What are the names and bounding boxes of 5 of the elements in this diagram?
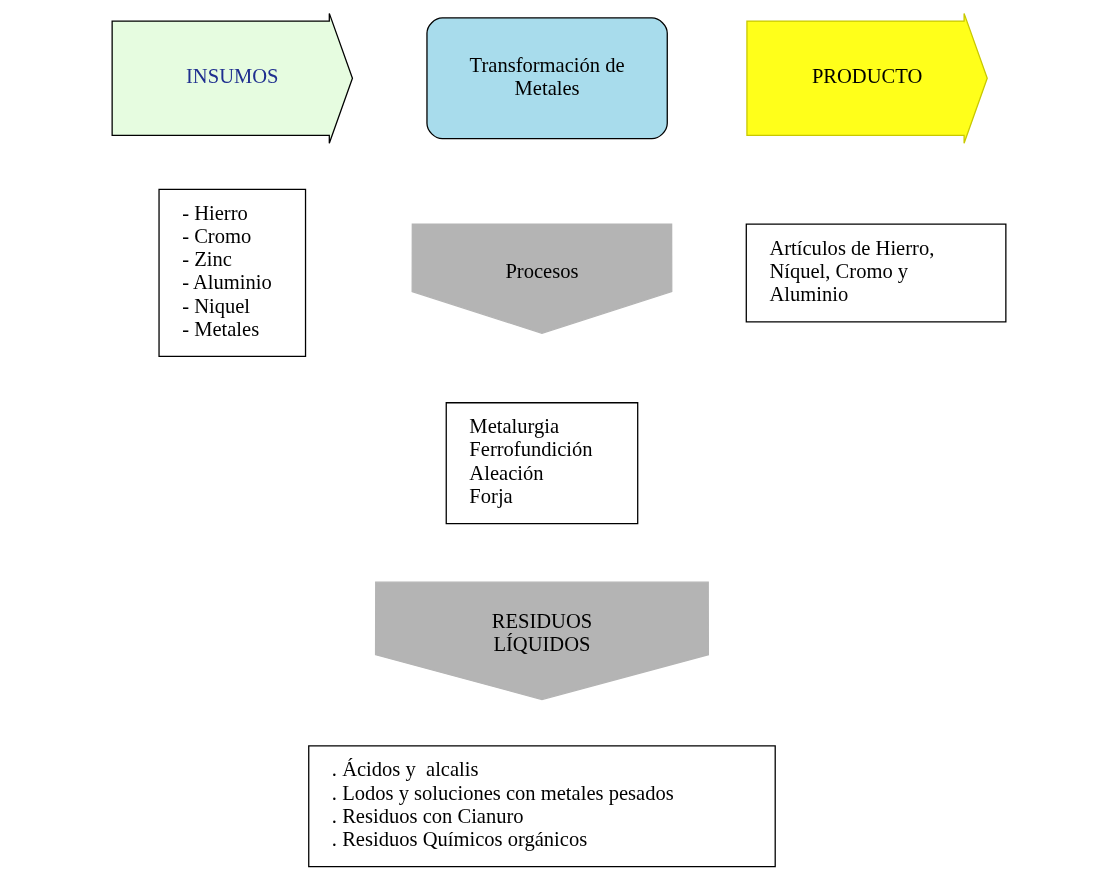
node-box: Transformación de Metales	[425, 17, 668, 140]
node-box: - Hierro - Cromo - Zinc - Aluminio - Niquel - Metales	[157, 188, 306, 358]
node-box: . Ácidos y alcalis . Lodos y soluciones con metales pesados . Residuos con Cianuro . Residuos Químicos orgánicos	[307, 745, 776, 868]
node-box: Metalurgia Ferrofundición Aleación Forja	[445, 402, 638, 525]
node-box: Artículos de Hierro, Níquel, Cromo y Aluminio	[745, 223, 1006, 323]
